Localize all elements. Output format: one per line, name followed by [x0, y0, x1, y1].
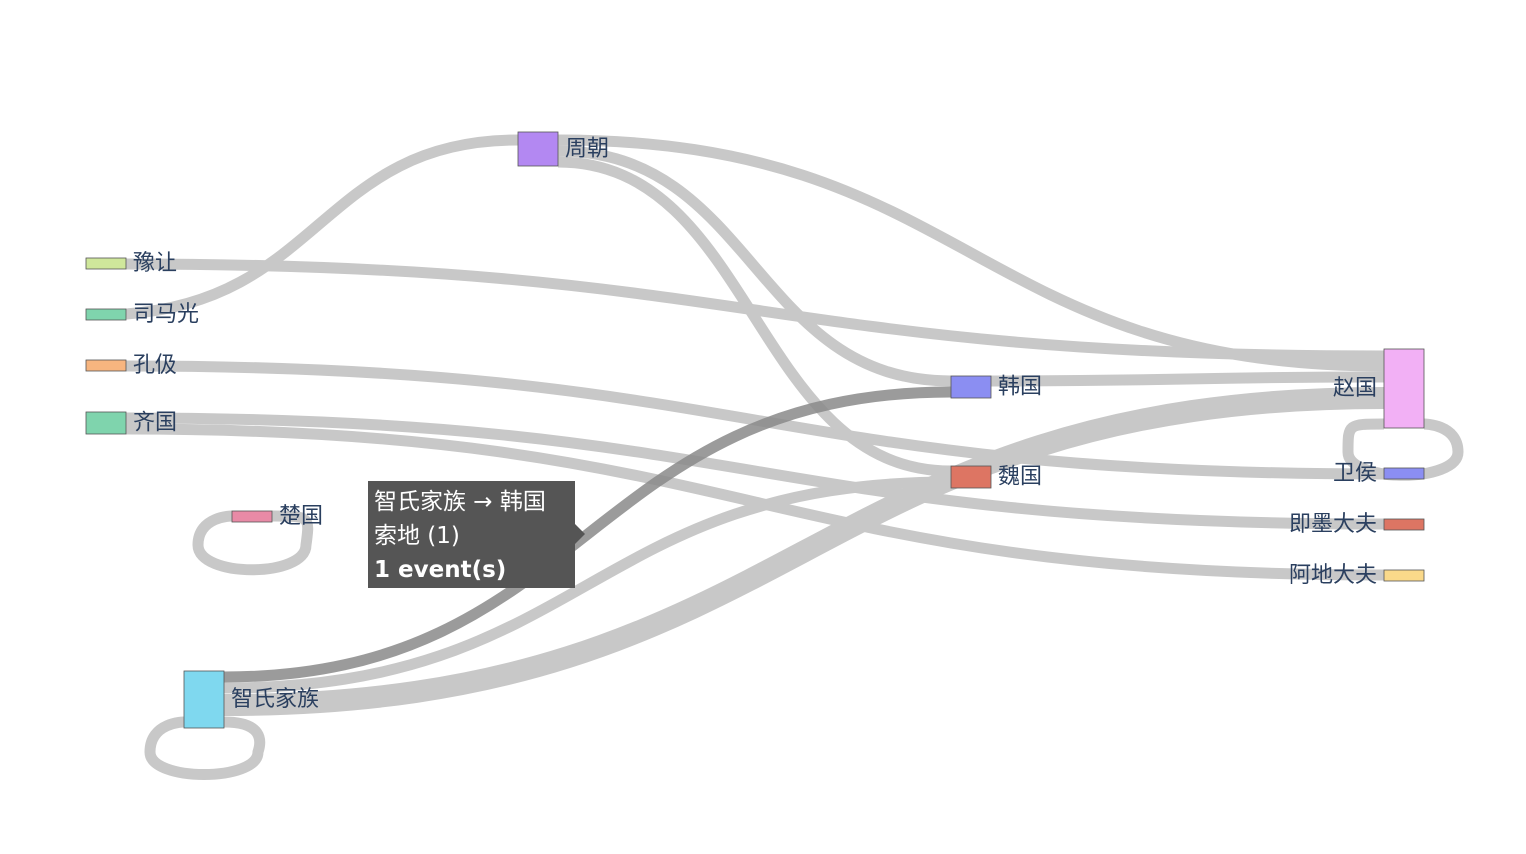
link-chu-chu[interactable] — [192, 510, 314, 576]
node-label-chu: 楚国 — [279, 504, 323, 529]
node-bar-simaguang[interactable] — [85, 308, 127, 321]
node-label-jimo: 即墨大夫 — [1289, 512, 1377, 537]
tooltip-detail: 索地 (1) — [374, 523, 460, 549]
node-bar-weihou[interactable] — [1383, 467, 1425, 480]
link-han-zhao[interactable] — [990, 371, 1385, 387]
link-zhi-zhi[interactable] — [144, 716, 266, 780]
node-chu[interactable]: 楚国 — [231, 504, 323, 529]
node-simaguang[interactable]: 司马光 — [85, 302, 199, 327]
hover-tooltip: 智氏家族 → 韩国 索地 (1) 1 event(s) — [368, 481, 585, 588]
node-wei[interactable]: 魏国 — [950, 465, 1042, 490]
link-qi-e[interactable] — [125, 423, 1385, 581]
node-jimo[interactable]: 即墨大夫 — [1289, 512, 1425, 537]
node-bar-jimo[interactable] — [1383, 518, 1425, 531]
link-zhi-wei[interactable] — [223, 476, 952, 694]
links-layer — [125, 134, 1464, 780]
link-qi-jimo[interactable] — [125, 412, 1385, 530]
node-e[interactable]: 阿地大夫 — [1289, 563, 1425, 588]
node-yurang[interactable]: 豫让 — [85, 251, 177, 276]
link-zhou-wei[interactable] — [557, 156, 952, 477]
node-label-kongji: 孔伋 — [133, 353, 177, 378]
node-label-weihou: 卫侯 — [1333, 461, 1377, 486]
link-zhi-han[interactable] — [223, 386, 952, 683]
node-label-qi: 齐国 — [133, 411, 177, 436]
node-zhi[interactable]: 智氏家族 — [183, 670, 319, 729]
node-label-han: 韩国 — [998, 375, 1042, 400]
node-label-e: 阿地大夫 — [1289, 563, 1377, 588]
node-bar-yurang[interactable] — [85, 257, 127, 270]
link-kongji-weihou[interactable] — [125, 360, 1385, 480]
tooltip-count: 1 event(s) — [374, 557, 507, 583]
node-label-zhao: 赵国 — [1333, 376, 1377, 401]
node-bar-zhi[interactable] — [183, 670, 225, 729]
link-simaguang-zhou[interactable] — [125, 134, 519, 320]
node-bar-zhou[interactable] — [517, 131, 559, 167]
node-bar-chu[interactable] — [231, 510, 273, 523]
node-label-yurang: 豫让 — [133, 251, 177, 276]
node-bar-han[interactable] — [950, 375, 992, 399]
node-zhao[interactable]: 赵国 — [1333, 348, 1425, 429]
node-han[interactable]: 韩国 — [950, 375, 1042, 400]
node-bar-zhao[interactable] — [1383, 348, 1425, 429]
link-zhou-han[interactable] — [557, 145, 952, 387]
node-bar-wei[interactable] — [950, 465, 992, 489]
tooltip-title: 智氏家族 → 韩国 — [374, 489, 546, 515]
node-label-simaguang: 司马光 — [133, 302, 199, 327]
link-zhi-zhao[interactable] — [223, 387, 1385, 716]
node-bar-e[interactable] — [1383, 569, 1425, 582]
node-bar-qi[interactable] — [85, 411, 127, 435]
node-label-zhi: 智氏家族 — [231, 687, 319, 712]
node-kongji[interactable]: 孔伋 — [85, 353, 177, 378]
tooltip-pointer — [575, 524, 585, 544]
node-qi[interactable]: 齐国 — [85, 411, 177, 436]
node-label-wei: 魏国 — [998, 465, 1042, 490]
node-zhou[interactable]: 周朝 — [517, 131, 609, 167]
node-weihou[interactable]: 卫侯 — [1333, 461, 1425, 486]
node-bar-kongji[interactable] — [85, 359, 127, 372]
link-zhou-zhao[interactable] — [557, 134, 1385, 372]
node-label-zhou: 周朝 — [565, 137, 609, 162]
